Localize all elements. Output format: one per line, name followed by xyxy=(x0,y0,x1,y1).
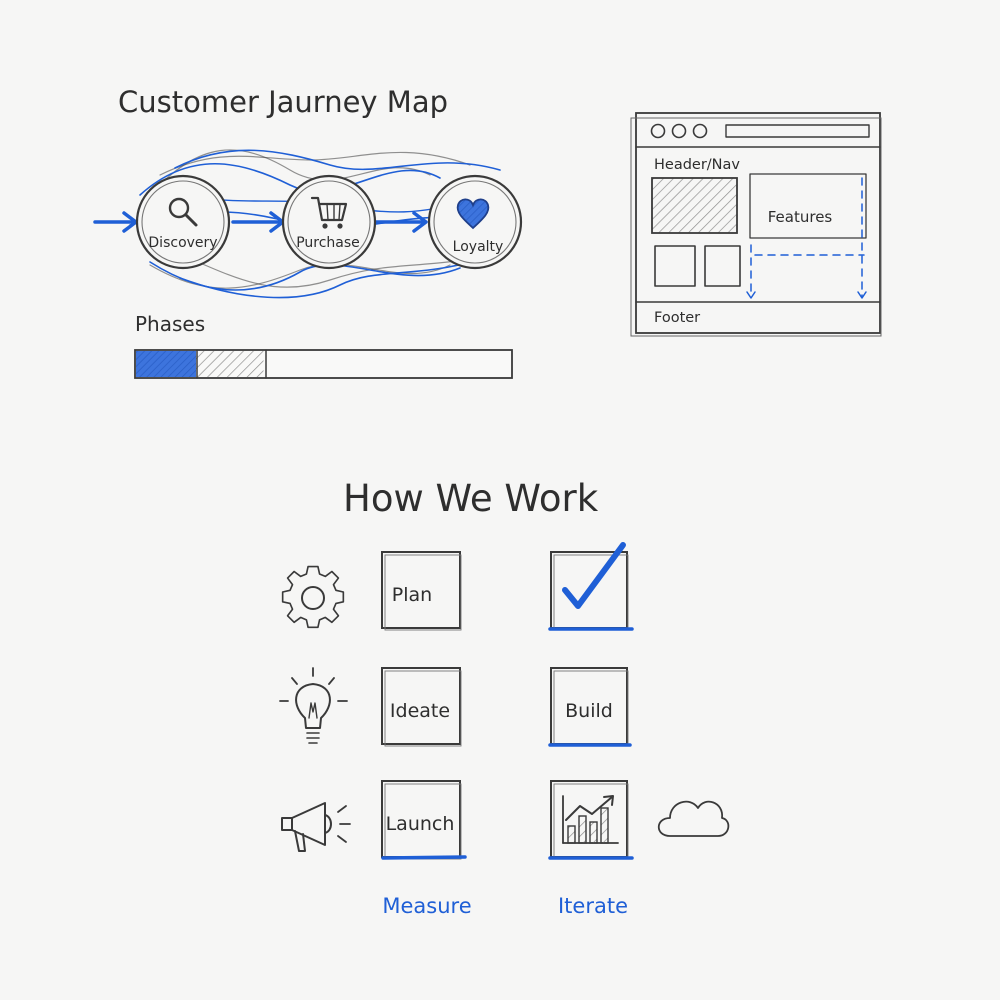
bar-chart-icon xyxy=(562,795,619,844)
window-dot-icon xyxy=(671,123,687,139)
step-label: Ideate xyxy=(390,700,450,722)
journey-title: Customer Jaurney Map xyxy=(118,85,448,119)
checkmark-icon xyxy=(562,542,626,609)
iterate-label: Iterate xyxy=(558,894,628,918)
step-label: Build xyxy=(565,700,613,722)
thumbnail-placeholder xyxy=(704,245,741,287)
heart-icon xyxy=(456,198,490,230)
step-build[interactable]: Build xyxy=(548,667,632,747)
header-nav-label: Header/Nav xyxy=(654,157,740,173)
phase-segment-hatched xyxy=(196,351,264,377)
step-checkmark[interactable] xyxy=(548,542,634,631)
stage-label: Loyalty xyxy=(453,239,504,255)
footer-label: Footer xyxy=(654,310,700,326)
shopping-cart-icon xyxy=(310,196,348,229)
phase-segment-blue xyxy=(136,351,196,377)
window-dot-icon xyxy=(650,123,666,139)
how-we-work-title: How We Work xyxy=(343,477,599,520)
step-metrics[interactable] xyxy=(548,780,634,860)
features-label: Features xyxy=(768,208,833,226)
phases-progress-bar xyxy=(134,349,513,379)
stage-loyalty[interactable]: Loyalty xyxy=(427,174,523,270)
stage-purchase[interactable]: Purchase xyxy=(281,174,377,270)
step-label: Plan xyxy=(392,584,432,606)
website-wireframe: Header/Nav Features Footer xyxy=(630,112,882,337)
stage-discovery[interactable]: Discovery xyxy=(135,174,231,270)
step-label: Launch xyxy=(386,813,455,835)
magnifier-icon xyxy=(168,197,198,227)
stage-label: Purchase xyxy=(296,235,360,251)
gear-icon xyxy=(281,565,345,629)
phases-label: Phases xyxy=(135,312,205,336)
features-block xyxy=(749,173,867,239)
measure-label: Measure xyxy=(382,894,471,918)
address-bar xyxy=(725,124,870,138)
stage-label: Discovery xyxy=(148,235,217,251)
thumbnail-placeholder xyxy=(654,245,696,287)
dashed-guides xyxy=(746,177,867,299)
step-launch[interactable]: Launch xyxy=(381,780,467,860)
megaphone-icon xyxy=(281,802,351,852)
step-plan[interactable]: Plan xyxy=(381,551,462,631)
step-ideate[interactable]: Ideate xyxy=(381,667,462,747)
window-dot-icon xyxy=(692,123,708,139)
cloud-icon xyxy=(657,800,730,837)
lightbulb-icon xyxy=(279,667,348,744)
hero-image-placeholder xyxy=(651,177,738,234)
